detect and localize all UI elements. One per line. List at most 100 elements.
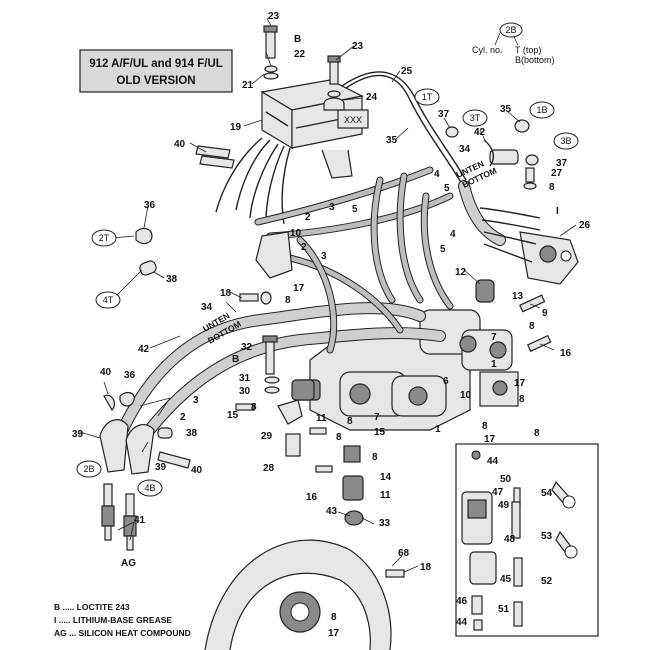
callout-40b: 40 [100, 367, 112, 378]
callout-16b: 16 [306, 492, 318, 503]
callout-10a: 10 [290, 228, 302, 239]
callout-46: 46 [456, 596, 468, 607]
callout-3a: 3 [329, 202, 335, 213]
wire-42 [483, 139, 495, 167]
cylinder-key-top: T (top) [515, 45, 541, 55]
clip-40b [103, 394, 116, 411]
callout-28: 28 [263, 463, 275, 474]
callout-16a: 16 [560, 348, 572, 359]
callout-4b: 4 [450, 229, 456, 240]
callout-B-a: B [294, 34, 301, 45]
callout-39b: 39 [155, 462, 167, 473]
bolt-16 [526, 334, 552, 353]
screw-27 [525, 167, 535, 183]
callout-27: 27 [551, 168, 563, 179]
callout-49: 49 [498, 500, 510, 511]
part-37 [445, 126, 459, 138]
callout-38a: 38 [166, 274, 178, 285]
callout-18a: 18 [220, 288, 232, 299]
callout-37b: 37 [556, 158, 568, 169]
callout-38b: 38 [186, 428, 198, 439]
spark-plug-2B [99, 419, 129, 541]
callout-39a: 39 [72, 429, 84, 440]
ground-wire-25-b [345, 74, 463, 185]
connector-34 [489, 149, 519, 165]
clip-40c [157, 451, 191, 469]
hose-left: UNTEN BOTTOM [112, 302, 446, 454]
callout-40a: 40 [174, 139, 186, 150]
callout-23b: 23 [352, 41, 364, 52]
callout-42b: 42 [138, 344, 150, 355]
flywheel-ring [204, 539, 392, 650]
callout-6: 6 [443, 376, 449, 387]
callout-2c: 2 [180, 412, 186, 423]
callout-17c: 17 [484, 434, 496, 445]
spark-plug-4B [123, 423, 155, 551]
callout-45: 45 [500, 574, 512, 585]
callout-44b: 44 [456, 617, 468, 628]
callout-8a: 8 [549, 182, 555, 193]
marker-4B: 4B [144, 483, 155, 493]
callout-19: 19 [230, 122, 242, 133]
callout-3c: 3 [193, 395, 199, 406]
callout-22: 22 [294, 49, 306, 60]
callout-42a: 42 [474, 127, 486, 138]
callout-AG: AG [121, 558, 136, 569]
callout-54: 54 [541, 488, 553, 499]
callout-25: 25 [401, 66, 413, 77]
callout-7a: 7 [374, 412, 380, 423]
callout-1b: 1 [491, 359, 497, 370]
version-line-1: 912 A/F/UL and 914 F/UL [89, 58, 223, 70]
clip-36b [119, 391, 135, 407]
ignition-housing [295, 309, 519, 526]
callout-51: 51 [498, 604, 510, 615]
module-code: XXX [344, 115, 362, 125]
callout-8d: 8 [251, 402, 257, 413]
clips-40 [195, 145, 235, 169]
callout-8f: 8 [336, 432, 342, 443]
marker-3B: 3B [560, 136, 571, 146]
callout-35b: 35 [500, 104, 512, 115]
part-35 [514, 119, 530, 133]
leader-lines [79, 17, 577, 573]
bracket-10 [255, 231, 293, 279]
callout-10b: 10 [460, 390, 472, 401]
callout-29: 29 [261, 431, 273, 442]
spacer-28 [285, 433, 301, 457]
callout-11a: 11 [316, 413, 327, 424]
callout-33: 33 [379, 518, 391, 529]
callout-44a: 44 [487, 456, 499, 467]
marker-2B: 2B [83, 464, 94, 474]
callout-5b: 5 [444, 183, 450, 194]
bolt-18b [385, 569, 405, 578]
callout-40c: 40 [191, 465, 203, 476]
sleeve-38 [139, 260, 157, 276]
callout-31: 31 [239, 373, 251, 384]
callout-8i: 8 [534, 428, 540, 439]
cylinder-key-code: 2B [505, 25, 516, 35]
callout-8j: 8 [372, 452, 378, 463]
callout-8k: 8 [331, 612, 337, 623]
callout-30: 30 [239, 386, 251, 397]
connector-cluster [479, 207, 579, 285]
callout-9: 9 [542, 308, 548, 319]
bolt-11 [309, 427, 327, 435]
legend-grease: I ..... LITHIUM-BASE GREASE [54, 615, 172, 625]
callout-36b: 36 [124, 370, 136, 381]
callout-47: 47 [492, 487, 504, 498]
callout-13: 13 [512, 291, 524, 302]
bolt-15 [235, 403, 255, 411]
marker-1B: 1B [536, 105, 547, 115]
washer-8 [523, 182, 537, 190]
bolt-32-stack [262, 335, 315, 401]
callout-5a: 5 [352, 204, 358, 215]
callout-8b: 8 [529, 321, 535, 332]
cylinder-key: 2B Cyl. no. T (top) B(bottom) [472, 22, 555, 65]
ground-wire-25 [341, 71, 467, 181]
legend-loctite: B ..... LOCTITE 243 [54, 602, 130, 612]
clip-36 [135, 227, 153, 245]
callout-B-b: B [232, 354, 239, 365]
marker-4T: 4T [103, 295, 114, 305]
callout-15b: 15 [374, 427, 386, 438]
